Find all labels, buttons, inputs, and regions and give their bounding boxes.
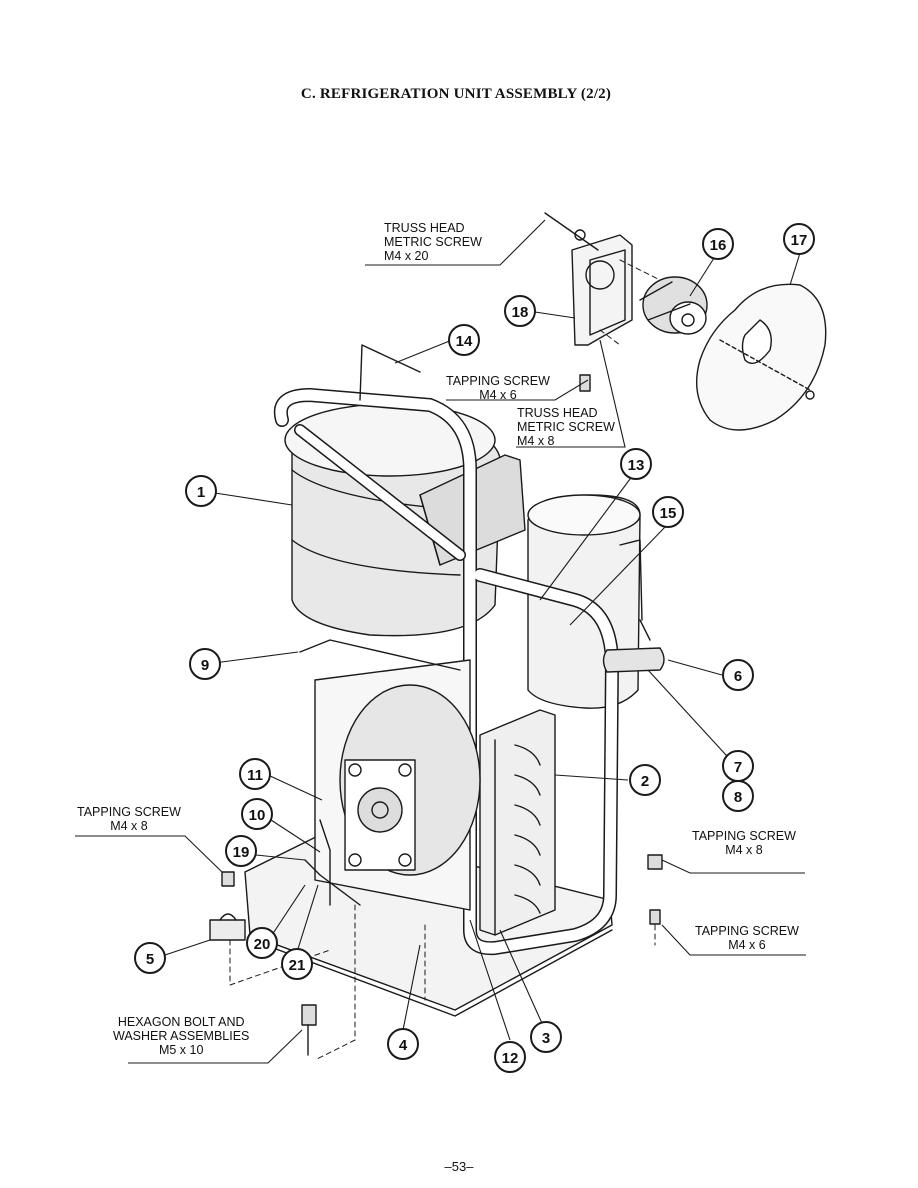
condenser: [479, 709, 556, 936]
part-callout-1: 1: [185, 475, 217, 507]
label-hex-bolt: HEXAGON BOLT AND WASHER ASSEMBLIES M5 x …: [113, 1015, 250, 1057]
svg-text:21: 21: [289, 957, 306, 974]
part-callout-18: 18: [504, 295, 536, 327]
svg-text:6: 6: [734, 668, 742, 685]
label-truss-head-m4x20: TRUSS HEAD METRIC SCREW M4 x 20: [384, 221, 482, 263]
part-callout-11: 11: [239, 758, 271, 790]
part-callout-12: 12: [494, 1041, 526, 1073]
part-callout-13: 13: [620, 448, 652, 480]
label-tapping-m4x8-right: TAPPING SCREW M4 x 8: [692, 829, 796, 857]
part-callout-20: 20: [246, 927, 278, 959]
part-callout-2: 2: [629, 764, 661, 796]
part-callout-9: 9: [189, 648, 221, 680]
svg-text:14: 14: [456, 333, 473, 350]
part-callout-8: 8: [722, 780, 754, 812]
part-callout-15: 15: [652, 496, 684, 528]
svg-text:9: 9: [201, 657, 209, 674]
svg-text:12: 12: [502, 1050, 519, 1067]
label-tapping-m4x8-left: TAPPING SCREW M4 x 8: [77, 805, 181, 833]
svg-text:10: 10: [249, 807, 266, 824]
svg-text:5: 5: [146, 951, 154, 968]
svg-text:8: 8: [734, 789, 742, 806]
svg-text:17: 17: [791, 232, 808, 249]
part-callout-6: 6: [722, 659, 754, 691]
svg-text:13: 13: [628, 457, 645, 474]
svg-text:18: 18: [512, 304, 529, 321]
svg-text:11: 11: [247, 767, 263, 784]
svg-text:20: 20: [254, 936, 271, 953]
svg-text:7: 7: [734, 759, 742, 776]
part-callouts: 1 2 3 4 5 6 7 8 9 10 11 12 13 14 15 16 1…: [134, 223, 815, 1073]
part-callout-17: 17: [783, 223, 815, 255]
part-callout-14: 14: [448, 324, 480, 356]
part-callout-16: 16: [702, 228, 734, 260]
page-number: –53–: [444, 1159, 474, 1174]
svg-text:3: 3: [542, 1030, 550, 1047]
svg-text:1: 1: [197, 484, 205, 501]
svg-text:4: 4: [399, 1037, 408, 1054]
page-title: C. REFRIGERATION UNIT ASSEMBLY (2/2): [300, 86, 612, 102]
svg-text:2: 2: [641, 773, 649, 790]
fan-bracket: [571, 234, 633, 346]
part-callout-21: 21: [281, 948, 313, 980]
svg-text:15: 15: [660, 505, 677, 522]
svg-text:16: 16: [710, 237, 727, 254]
label-tapping-m4x6-top: TAPPING SCREW M4 x 6: [446, 374, 550, 402]
part-callout-7: 7: [722, 750, 754, 782]
part-callout-10: 10: [241, 798, 273, 830]
part-callout-4: 4: [387, 1028, 419, 1060]
part-callout-19: 19: [225, 835, 257, 867]
part-callout-3: 3: [530, 1021, 562, 1053]
label-truss-head-m4x8: TRUSS HEAD METRIC SCREW M4 x 8: [517, 406, 615, 448]
label-tapping-m4x6-right: TAPPING SCREW M4 x 6: [695, 924, 799, 952]
part-callout-5: 5: [134, 942, 166, 974]
svg-text:19: 19: [233, 844, 250, 861]
